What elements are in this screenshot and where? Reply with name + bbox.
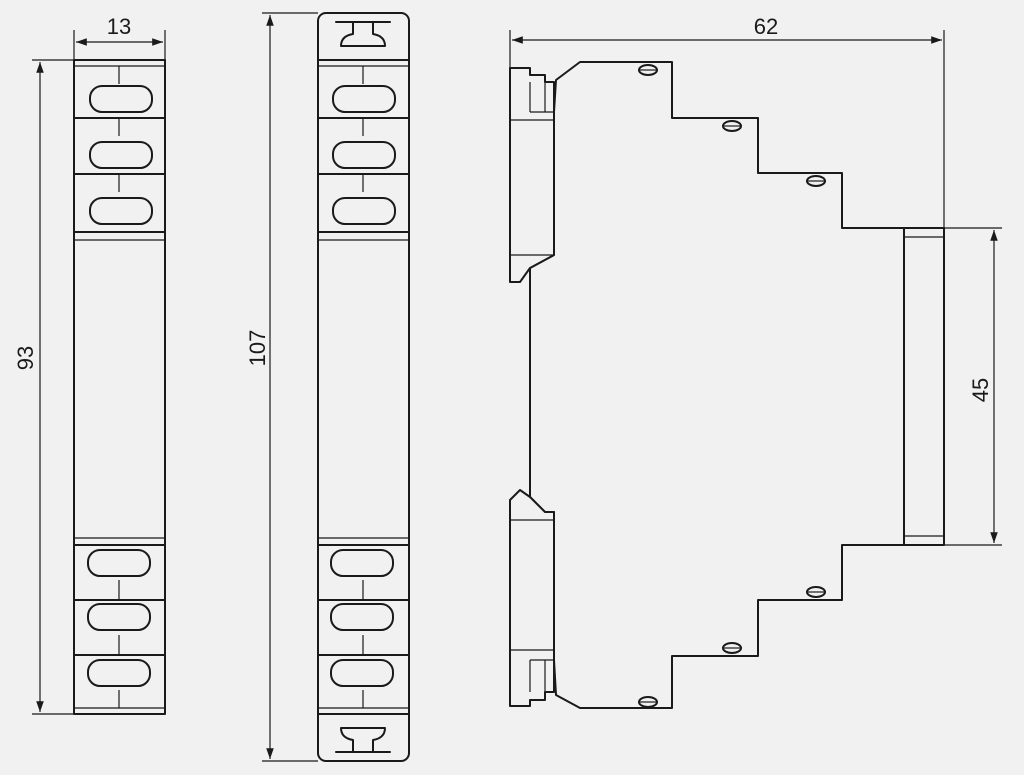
screw-head	[806, 175, 826, 187]
terminal-screw-opening	[89, 141, 153, 169]
terminal-screw-opening	[89, 197, 153, 225]
rail-height-dimension-label: 45	[968, 378, 993, 402]
front-view: 13 93	[13, 14, 166, 715]
depth-dimension-label: 62	[754, 14, 778, 39]
left-clip-bottom	[509, 489, 555, 707]
terminal-screw-opening	[87, 549, 151, 577]
screw-head	[722, 642, 742, 654]
din-clip-bottom	[335, 727, 391, 753]
front-view-with-clips: 107	[245, 12, 410, 762]
screw-head	[722, 120, 742, 132]
terminal-screw-opening	[332, 197, 396, 225]
terminal-screw-opening	[87, 603, 151, 631]
terminal-screw-opening	[87, 659, 151, 687]
screw-head	[638, 696, 658, 708]
side-profile-outline	[529, 61, 905, 709]
terminal-screw-opening	[332, 85, 396, 113]
side-view: 62 45	[509, 14, 1002, 709]
terminal-screw-opening	[332, 141, 396, 169]
terminal-screw-opening	[330, 603, 394, 631]
terminal-screw-opening	[330, 549, 394, 577]
height-dimension-label: 93	[13, 346, 38, 370]
din-clip-top	[335, 21, 391, 47]
left-clip-top	[509, 67, 555, 283]
overall-height-dimension-label: 107	[245, 330, 270, 367]
width-dimension-label: 13	[107, 14, 131, 39]
terminal-screw-opening	[89, 85, 153, 113]
screw-head	[806, 586, 826, 598]
screw-head	[638, 64, 658, 76]
terminal-screw-opening	[330, 659, 394, 687]
din-rail-mount	[903, 227, 945, 546]
